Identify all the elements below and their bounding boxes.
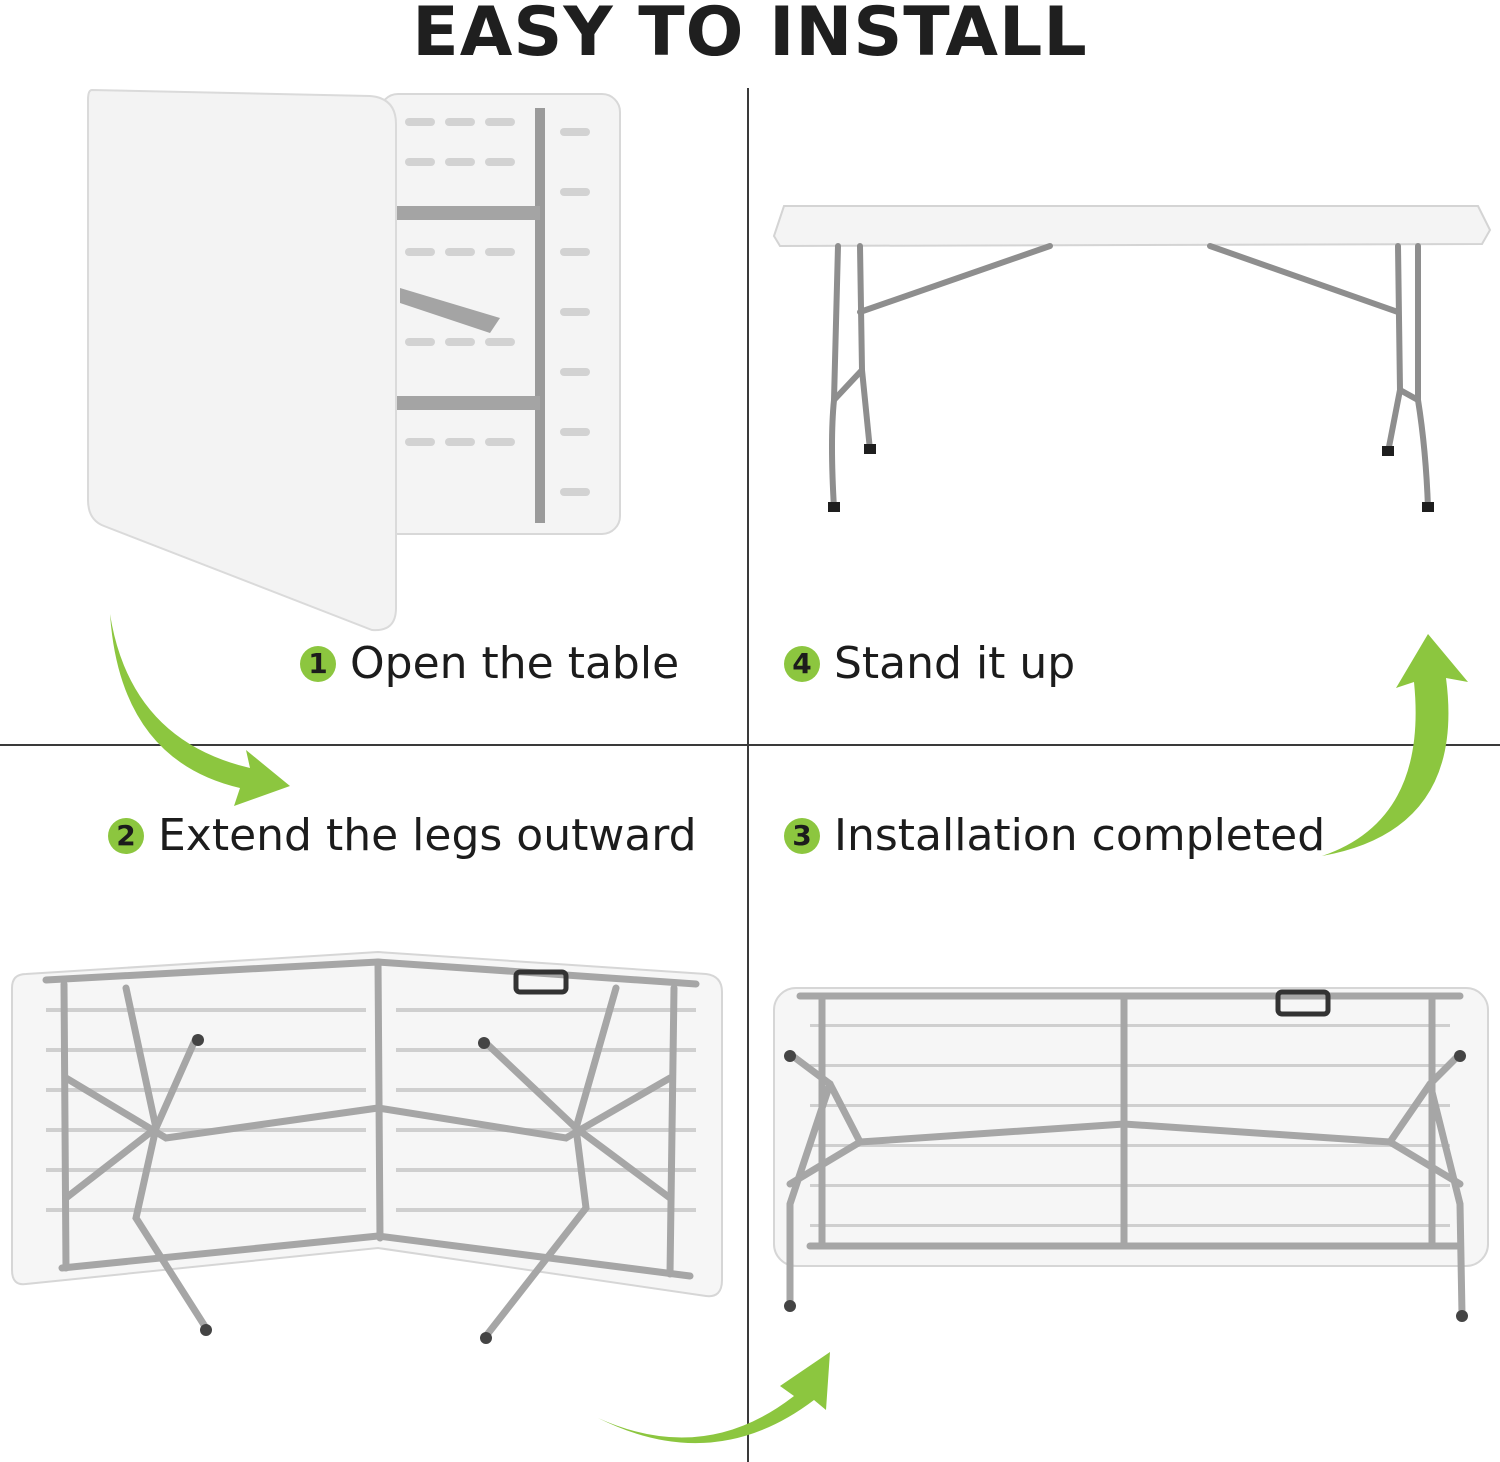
legs-extended-illustration bbox=[11, 950, 723, 1344]
step-number-badge: 3 bbox=[784, 817, 820, 854]
step-number-badge: 4 bbox=[784, 645, 820, 682]
step-2: 2 Extend the legs outward bbox=[108, 810, 697, 861]
step-4: 4 Stand it up bbox=[784, 638, 1075, 689]
step-label: Stand it up bbox=[834, 638, 1076, 689]
step-1: 1 Open the table bbox=[300, 638, 679, 689]
curved-arrow-icon bbox=[110, 614, 290, 806]
step-number-badge: 1 bbox=[300, 645, 336, 682]
page-title: EASY TO INSTALL bbox=[412, 0, 1088, 72]
curved-arrow-icon bbox=[1322, 634, 1468, 856]
curved-arrow-icon bbox=[598, 1352, 830, 1444]
folded-table-illustration bbox=[87, 88, 621, 632]
step-label: Installation completed bbox=[834, 810, 1326, 861]
vertical-divider bbox=[747, 88, 749, 1462]
standing-table-illustration bbox=[772, 205, 1492, 512]
horizontal-divider bbox=[0, 744, 1500, 746]
step-3: 3 Installation completed bbox=[784, 810, 1325, 861]
installation-completed-illustration bbox=[773, 987, 1489, 1322]
step-label: Open the table bbox=[350, 638, 680, 689]
step-number-badge: 2 bbox=[108, 817, 144, 854]
step-label: Extend the legs outward bbox=[158, 810, 697, 861]
